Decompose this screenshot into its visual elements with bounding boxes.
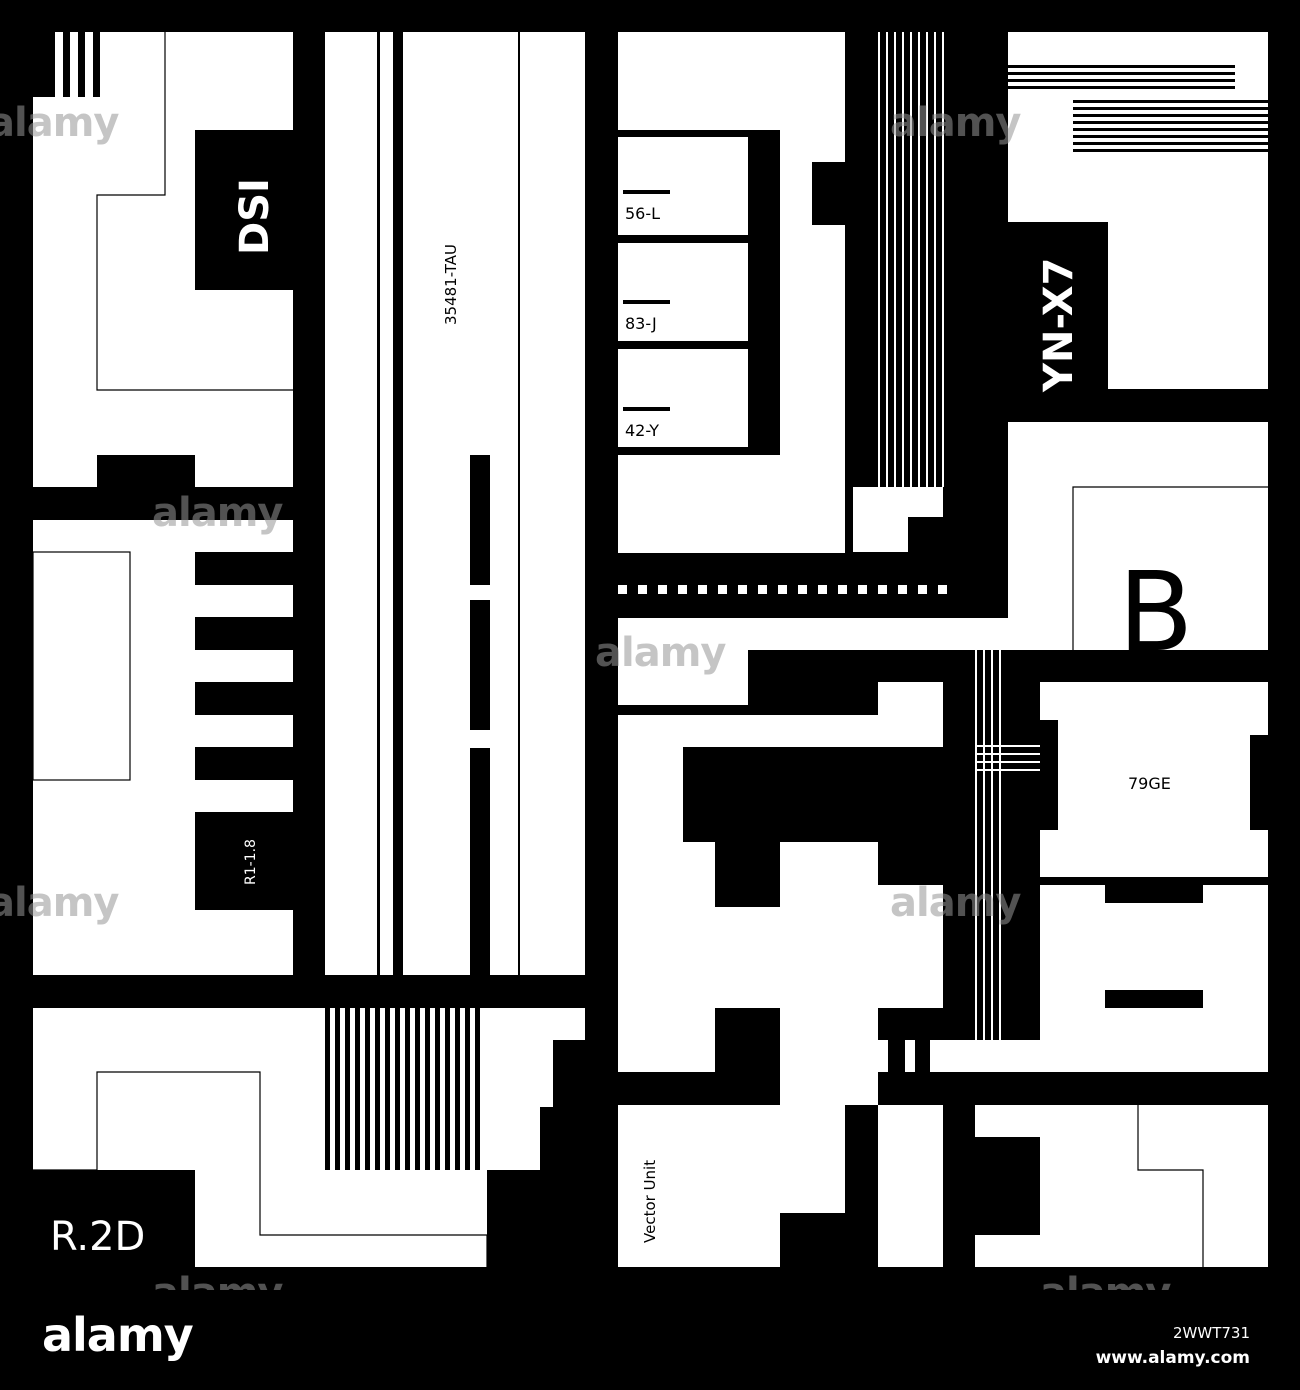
center-left-strips xyxy=(325,32,585,975)
label-ynx7: YN-X7 xyxy=(1036,258,1082,393)
79ge-panel xyxy=(1040,682,1268,1040)
label-56l: 56-L xyxy=(625,204,660,223)
b-panel xyxy=(618,422,1268,705)
top-left-outline xyxy=(96,32,293,391)
left-middle-panel xyxy=(33,520,293,975)
top-left-panel xyxy=(33,32,293,487)
label-stack-panel xyxy=(618,32,845,553)
label-tau: 35481-TAU xyxy=(442,244,460,325)
label-83j: 83-J xyxy=(625,314,657,333)
label-42y: 42-Y xyxy=(625,421,659,440)
alamy-logo: alamy xyxy=(42,1308,194,1362)
site-url: www.alamy.com xyxy=(1095,1348,1250,1368)
label-r18: R1-1.8 xyxy=(243,839,259,885)
label-b: B xyxy=(1118,548,1193,676)
vertical-line-stripes xyxy=(878,32,944,487)
vector-artwork: DSI 35481-TAU 56-L 83-J 42-Y YN-X7 B R1-… xyxy=(32,32,1268,1267)
label-r2d: R.2D xyxy=(50,1214,145,1260)
bottom-left-stripes xyxy=(325,1008,480,1170)
bottom-left-panel xyxy=(33,1008,585,1267)
left-middle-outline xyxy=(32,551,131,781)
top-right-panel xyxy=(1008,32,1268,389)
image-id: 2WWT731 xyxy=(1173,1324,1250,1342)
label-dsi: DSI xyxy=(232,178,278,255)
dotted-line xyxy=(618,585,947,594)
top-left-stripes xyxy=(55,32,93,97)
watermark-footer xyxy=(0,1290,1300,1390)
label-vector-unit: Vector Unit xyxy=(641,1160,659,1243)
label-79ge: 79GE xyxy=(1128,774,1171,793)
